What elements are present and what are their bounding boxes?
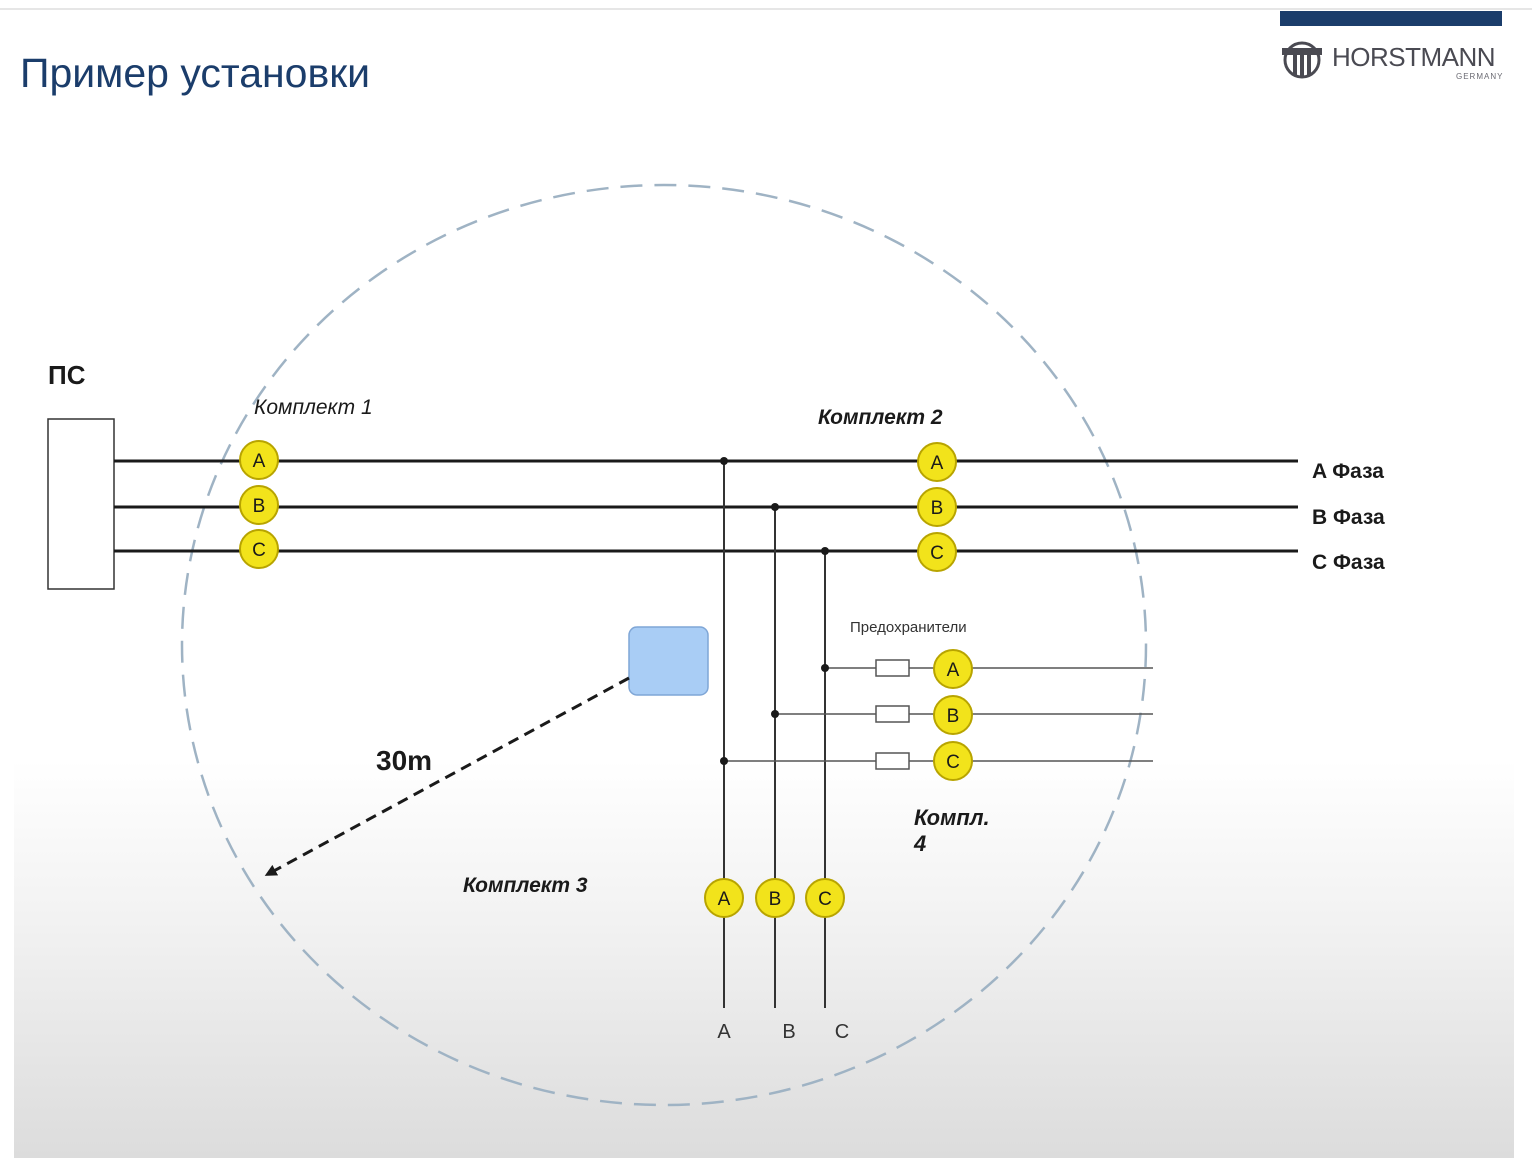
slide-title: Пример установки — [20, 50, 371, 96]
set-4-label: Компл. — [914, 805, 990, 830]
sensor-set1-a: A — [239, 440, 279, 480]
coverage-zone-circle — [180, 183, 1148, 1107]
svg-text:A: A — [947, 660, 960, 681]
junction-dot — [720, 457, 728, 465]
svg-text:B: B — [947, 706, 960, 727]
junction-dot — [771, 710, 779, 718]
radius-arrow — [264, 676, 630, 876]
sensor-set1-c: C — [239, 529, 279, 569]
svg-text:B: B — [931, 498, 944, 519]
sensor-set4-c: C — [933, 741, 973, 781]
junction-dot — [720, 757, 728, 765]
brand-bar — [1280, 11, 1502, 26]
fuses-label: Предохранители — [850, 619, 967, 636]
sensor-set3-b: B — [755, 878, 795, 918]
junction-dot — [771, 503, 779, 511]
set-2-label: Комплект 2 — [818, 406, 943, 429]
brand-name: HORSTMANN — [1332, 42, 1496, 72]
sensor-set2-c: C — [917, 532, 957, 572]
brand-emblem-icon — [1282, 41, 1322, 79]
svg-text:A: A — [931, 453, 944, 474]
svg-text:C: C — [946, 752, 960, 773]
fuse-b — [875, 705, 910, 723]
phase-label-a: A Фаза — [1312, 460, 1384, 483]
svg-text:C: C — [252, 540, 266, 561]
sensor-set4-b: B — [933, 695, 973, 735]
phase-label-b: B Фаза — [1312, 506, 1385, 529]
sensor-set4-a: A — [933, 649, 973, 689]
background-gradient — [14, 760, 1514, 1158]
set-3-label: Комплект 3 — [463, 874, 588, 897]
set-1-label: Комплект 1 — [254, 396, 373, 419]
top-divider — [0, 8, 1532, 10]
sensor-set2-a: A — [917, 442, 957, 482]
bottom-label-b: B — [782, 1021, 795, 1043]
sensor-set1-b: B — [239, 485, 279, 525]
svg-text:C: C — [818, 889, 832, 910]
distance-label: 30m — [376, 745, 432, 776]
sensor-set2-b: B — [917, 487, 957, 527]
junction-dot — [821, 664, 829, 672]
brand-logo: HORSTMANN GERMANY — [1280, 40, 1504, 88]
monitoring-device — [628, 626, 709, 696]
sensor-set3-a: A — [704, 878, 744, 918]
svg-text:A: A — [718, 889, 731, 910]
fuse-c — [875, 752, 910, 770]
substation-box — [47, 418, 115, 590]
brand-subtitle: GERMANY — [1456, 72, 1504, 81]
sensor-set3-c: C — [805, 878, 845, 918]
bottom-label-a: A — [717, 1021, 731, 1043]
svg-text:C: C — [930, 543, 944, 564]
svg-text:B: B — [769, 889, 782, 910]
svg-text:B: B — [253, 496, 266, 517]
bottom-label-c: C — [835, 1021, 849, 1043]
junction-dot — [821, 547, 829, 555]
svg-text:A: A — [253, 451, 266, 472]
phase-label-c: C Фаза — [1312, 551, 1385, 574]
set-4-label-number: 4 — [913, 831, 926, 856]
substation-label: ПС — [48, 360, 86, 390]
fuse-a — [875, 659, 910, 677]
